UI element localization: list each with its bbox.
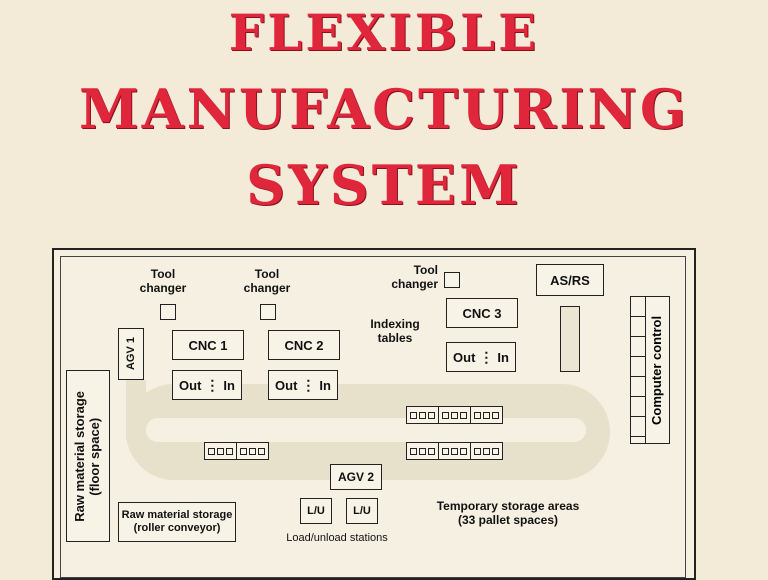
- cnc-3-out-in: Out⋮In: [446, 342, 516, 372]
- lu-station-2: L/U: [346, 498, 378, 524]
- asrs-rack: [560, 306, 580, 372]
- title-line-1: FLEXIBLE: [228, 3, 540, 62]
- computer-control: Computer control: [630, 296, 670, 444]
- raw-floor-label-1: Raw material storage: [72, 390, 88, 522]
- pallet-row-lower: [406, 442, 503, 460]
- agv-track-inner: [146, 418, 586, 442]
- raw-floor-label-2: (floor space): [87, 417, 102, 496]
- tool-changer-3: [444, 272, 460, 288]
- cnc-1: CNC 1: [172, 330, 244, 360]
- agv-1-label: AGV 1: [125, 337, 137, 371]
- agv-track-spur: [126, 380, 146, 440]
- pallet-row-upper: [406, 406, 503, 424]
- computer-control-label: Computer control: [649, 315, 664, 425]
- cnc-2: CNC 2: [268, 330, 340, 360]
- agv-2: AGV 2: [330, 464, 382, 490]
- load-unload-label: Load/unload stations: [286, 532, 388, 544]
- pallet-row-left: [204, 442, 269, 460]
- asrs: AS/RS: [536, 264, 604, 296]
- tool-changer-2: [260, 304, 276, 320]
- raw-material-roller-storage: Raw material storage (roller conveyor): [118, 502, 236, 542]
- cnc-3: CNC 3: [446, 298, 518, 328]
- title-line-2: MANUFACTURING: [78, 77, 690, 141]
- raw-material-floor-storage: Raw material storage (floor space): [66, 370, 110, 542]
- tool-changer-1: [160, 304, 176, 320]
- title-line-3: SYSTEM: [246, 153, 522, 217]
- lu-station-1: L/U: [300, 498, 332, 524]
- cnc-2-out-in: Out⋮In: [268, 370, 338, 400]
- cnc-1-out-in: Out⋮In: [172, 370, 242, 400]
- temporary-storage-label: Temporary storage areas(33 pallet spaces…: [436, 499, 580, 527]
- agv-1: AGV 1: [118, 328, 144, 380]
